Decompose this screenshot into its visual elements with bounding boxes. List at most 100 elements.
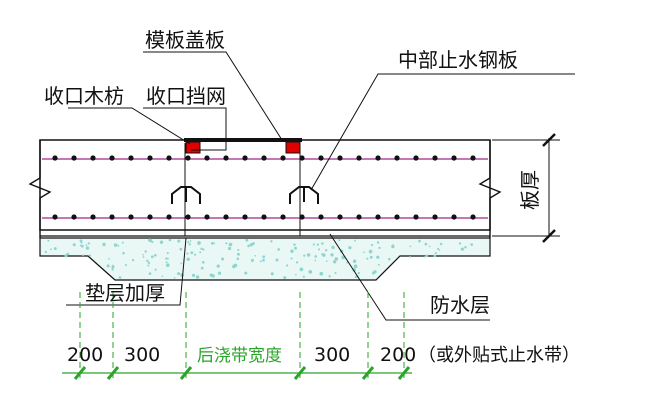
cushion-dot: [330, 253, 334, 257]
cushion-dot: [166, 252, 169, 255]
cushion-dot: [377, 263, 380, 266]
cushion-dot: [80, 241, 83, 244]
cushion-dot: [53, 247, 57, 251]
cushion-dot: [202, 248, 205, 251]
rebar-dot: [71, 214, 77, 220]
cushion-dot: [254, 254, 257, 257]
cushion-dot: [111, 264, 114, 267]
rebar-dot: [280, 214, 286, 220]
cushion-dot: [458, 242, 462, 245]
rebar-dot: [261, 214, 267, 220]
cushion-dot: [161, 275, 164, 278]
cushion-dot: [122, 251, 125, 255]
cushion-dot: [150, 255, 154, 259]
rebar-dot: [52, 214, 58, 220]
dim-200-left: 200: [67, 344, 103, 366]
rebar-dot: [71, 155, 77, 161]
cushion-dot: [225, 242, 228, 245]
cushion-dot: [314, 259, 317, 262]
cushion-dot: [425, 254, 428, 257]
cushion-dot: [210, 242, 214, 245]
rebar-dot: [394, 214, 400, 220]
rebar-dot: [261, 155, 267, 161]
cushion-dot: [154, 268, 157, 271]
thickness-tick-top: [542, 133, 556, 147]
cushion-dot: [439, 242, 443, 246]
cushion-dot: [47, 239, 50, 242]
cushion-dot: [121, 241, 124, 244]
cushion-dot: [270, 240, 273, 243]
leader-formwork-cover: [143, 51, 283, 141]
cushion-dot: [328, 275, 331, 278]
dimension-tick: [361, 366, 375, 380]
rebar-dot: [109, 214, 115, 220]
cushion-dot: [200, 266, 204, 270]
cushion-dot: [262, 258, 265, 262]
cushion-dot: [366, 257, 369, 260]
rebar-dot: [470, 155, 476, 161]
rebar-dot: [356, 155, 362, 161]
dimension-tick: [106, 366, 120, 380]
cushion-dot: [195, 275, 200, 279]
rebar-dot: [185, 155, 191, 161]
break-line-left: [28, 140, 52, 238]
cushion-dot: [217, 271, 222, 275]
cushion-dot: [165, 261, 168, 264]
rebar-dots: [52, 155, 476, 220]
label-slab-thickness: 板厚: [518, 170, 542, 210]
cushion-dot: [317, 248, 321, 251]
cushion-dot: [88, 254, 92, 257]
rebar-dot: [356, 214, 362, 220]
dim-post-pour-width: 后浇带宽度: [197, 346, 282, 366]
cushion-dot: [188, 258, 191, 261]
cushion-dot: [352, 259, 357, 263]
cushion-dot: [295, 261, 299, 264]
cushion-dot: [332, 260, 337, 264]
cushion-dot: [113, 243, 118, 247]
dim-200-right: 200: [380, 344, 416, 366]
cushion-dot: [470, 243, 473, 246]
rebar-dot: [204, 214, 210, 220]
cushion-dot: [159, 240, 164, 244]
rebar-dot: [394, 155, 400, 161]
leader-waterstop: [310, 73, 575, 191]
rebar-dot: [413, 214, 419, 220]
cushion-dot: [148, 272, 152, 275]
cushion-dot: [228, 242, 233, 247]
cushion-dot: [124, 263, 127, 267]
rebar-dot: [128, 214, 134, 220]
cushion-dot: [428, 245, 431, 248]
timber-block-right: [285, 141, 301, 154]
cushion-dot: [354, 276, 357, 279]
cushion-dot: [306, 253, 311, 257]
dim-300-left: 300: [124, 344, 160, 366]
rebar-dot: [109, 155, 115, 161]
rebar-dot: [223, 214, 229, 220]
cushion-dot: [325, 249, 328, 252]
cushion-dot: [186, 252, 189, 255]
rebar-dot: [204, 155, 210, 161]
cushion-dot: [369, 255, 373, 259]
cushion-dot: [424, 242, 428, 246]
cushion-dot: [293, 243, 296, 246]
cushion-dot: [49, 248, 52, 251]
rebar-dot: [166, 155, 172, 161]
cushion-dot: [363, 251, 365, 254]
cushion-dot: [316, 243, 320, 246]
cushion-dot: [117, 244, 120, 247]
cushion-dot: [262, 255, 266, 259]
cushion-dot: [200, 247, 203, 250]
cushion-dot: [168, 238, 172, 242]
rebar-dot: [451, 155, 457, 161]
rebar-dot: [375, 155, 381, 161]
rebar-dot: [432, 155, 438, 161]
cushion-dot: [209, 273, 213, 277]
cushion-dot: [354, 239, 356, 242]
cushion-dot: [216, 264, 220, 268]
cushion-dot: [348, 246, 352, 250]
cushion-dot: [238, 253, 240, 256]
label-timber-edge: 收口木枋: [44, 84, 124, 108]
cushion-dot: [294, 246, 297, 250]
